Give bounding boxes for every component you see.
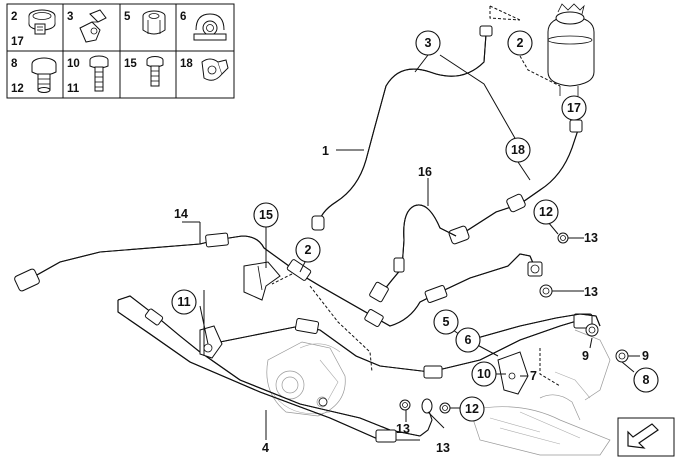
callout-8: 8 xyxy=(633,367,659,393)
callout-18: 18 xyxy=(505,137,531,163)
flange-bolt-icon xyxy=(146,56,164,87)
label-9-b: 9 xyxy=(642,349,649,363)
label-13-b: 13 xyxy=(584,285,598,299)
legend-number: 18 xyxy=(180,58,193,70)
parts-legend: 2 17 3 xyxy=(6,3,235,99)
label-13-c: 13 xyxy=(396,422,410,436)
bracket-15 xyxy=(243,261,281,301)
callout-number: 17 xyxy=(567,101,581,115)
pipe-clamp-icon xyxy=(193,13,227,41)
hose-clamp-icon xyxy=(28,9,56,35)
pressure-line-14 xyxy=(14,232,543,327)
legend-cell-5: 5 xyxy=(124,10,166,35)
label-7: 7 xyxy=(530,369,537,383)
label-16: 16 xyxy=(418,165,432,179)
callout-number: 3 xyxy=(425,36,432,50)
legend-number: 15 xyxy=(124,58,137,70)
legend-cell-6: 6 xyxy=(180,11,227,41)
label-14: 14 xyxy=(174,207,188,221)
fluid-reservoir xyxy=(547,3,595,96)
callout-number: 11 xyxy=(177,295,190,309)
callout-number: 8 xyxy=(643,373,650,387)
suction-hose-3 xyxy=(373,25,493,131)
hex-bolt-icon xyxy=(89,55,109,92)
callout-number: 12 xyxy=(465,402,479,416)
legend-number: 6 xyxy=(180,11,186,23)
hose-clip-icon xyxy=(201,58,229,81)
return-line-right xyxy=(469,313,629,363)
legend-cell-8-12: 8 12 xyxy=(11,57,57,95)
legend-number: 2 xyxy=(11,11,17,23)
legend-number: 11 xyxy=(67,83,80,95)
legend-number: 3 xyxy=(67,11,73,23)
label-13-d: 13 xyxy=(436,441,450,455)
callout-2-mid: 2 xyxy=(295,237,321,263)
label-13-a: 13 xyxy=(584,231,598,245)
callout-17: 17 xyxy=(561,95,587,121)
callout-number: 18 xyxy=(511,143,525,157)
hose-1 xyxy=(311,129,375,231)
legend-number: 10 xyxy=(67,58,80,70)
cooler-line-4 xyxy=(117,295,433,443)
seal-rings xyxy=(318,232,569,414)
legend-cell-18: 18 xyxy=(180,58,229,81)
legend-cell-2-17: 2 17 xyxy=(11,9,56,48)
legend-number: 5 xyxy=(124,11,131,23)
callout-6: 6 xyxy=(455,327,481,353)
front-direction-arrow-icon xyxy=(617,417,675,457)
legend-number: 8 xyxy=(11,58,18,70)
callout-number: 15 xyxy=(259,208,273,222)
bracket-11 xyxy=(199,325,223,359)
callout-12-bottom: 12 xyxy=(459,396,485,422)
steering-pump-ghost xyxy=(266,341,346,417)
callout-number: 5 xyxy=(443,315,450,329)
hose-16 xyxy=(369,204,457,303)
nut-icon xyxy=(142,10,166,35)
callout-12-right: 12 xyxy=(533,199,559,225)
bracket-10 xyxy=(497,351,529,395)
steering-gear-ghost xyxy=(469,329,611,456)
legend-number: 12 xyxy=(11,83,24,95)
callout-3: 3 xyxy=(415,30,441,56)
legend-number: 17 xyxy=(11,36,24,48)
callout-number: 12 xyxy=(539,205,553,219)
callout-number: 10 xyxy=(477,367,491,381)
callout-15: 15 xyxy=(253,202,279,228)
legend-cell-3: 3 xyxy=(67,9,107,43)
callout-11: 11 xyxy=(171,289,197,315)
callout-2-top: 2 xyxy=(507,30,533,56)
label-9-a: 9 xyxy=(582,349,589,363)
bracket-clip-icon xyxy=(79,9,107,43)
legend-cell-15: 15 xyxy=(124,56,164,87)
banjo-bolt-icon xyxy=(31,57,57,93)
label-4: 4 xyxy=(262,441,269,455)
callout-5: 5 xyxy=(433,309,459,335)
return-hose-18 xyxy=(448,119,583,245)
callout-number: 2 xyxy=(305,243,312,257)
label-1: 1 xyxy=(322,144,329,158)
leader-lines xyxy=(182,5,640,440)
callout-10: 10 xyxy=(471,361,497,387)
legend-cell-10-11: 10 11 xyxy=(67,55,109,95)
callout-number: 6 xyxy=(465,333,472,347)
callout-number: 2 xyxy=(517,36,524,50)
